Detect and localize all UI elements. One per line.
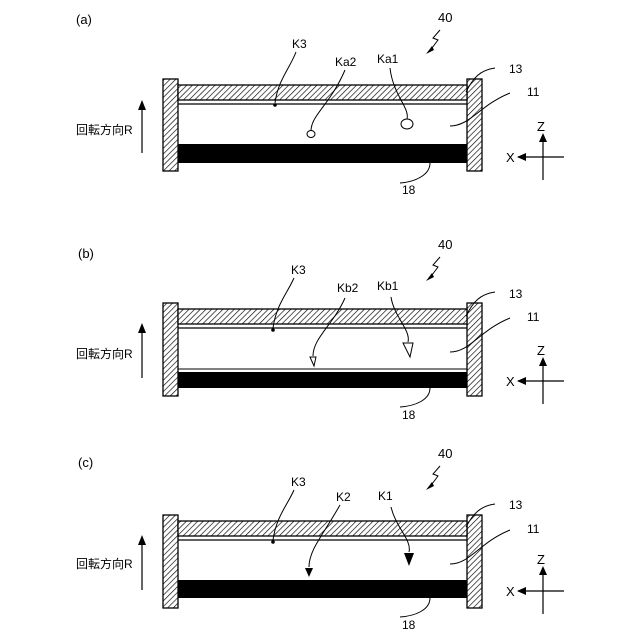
defect-kb2 <box>310 357 316 366</box>
device-ref-label: 40 <box>438 237 452 252</box>
particle-k3-label: K3 <box>292 37 307 51</box>
defect-kb2-leader <box>313 298 345 356</box>
ref-11-label: 11 <box>527 310 540 324</box>
top-plate <box>178 85 467 100</box>
z-axis-label: Z <box>537 119 545 134</box>
right-support <box>467 79 482 171</box>
ref-11-label: 11 <box>527 85 540 99</box>
x-axis-arrowhead <box>517 153 526 161</box>
panel-label: (c) <box>78 455 93 470</box>
ref-13-label: 13 <box>509 287 523 301</box>
x-axis-label: X <box>506 584 515 599</box>
ref-18-leader <box>400 163 430 183</box>
left-support <box>163 79 178 171</box>
rotation-label: 回転方向R <box>76 122 133 137</box>
panel-c: (c) 40 K3 K2 K1 13 11 18 回転方向R Z X <box>76 446 564 632</box>
z-axis-label: Z <box>537 343 545 358</box>
defect-k1-label: K1 <box>378 489 393 503</box>
device-ref-label: 40 <box>438 10 452 25</box>
defect-k1 <box>404 553 414 566</box>
defect-kb2-label: Kb2 <box>337 281 359 295</box>
x-axis-arrowhead <box>517 587 526 595</box>
ref-18-leader <box>400 598 430 617</box>
panel-label: (b) <box>78 246 94 261</box>
right-support <box>467 303 482 396</box>
rotation-label: 回転方向R <box>76 556 133 571</box>
bottom-layer <box>178 580 467 598</box>
x-axis-label: X <box>506 150 515 165</box>
z-axis-arrowhead <box>539 133 547 142</box>
z-axis-label: Z <box>537 552 545 567</box>
z-axis-arrowhead <box>539 357 547 366</box>
defect-k2 <box>305 568 313 577</box>
rotation-arrowhead <box>138 323 146 333</box>
right-support <box>467 515 482 608</box>
ref-18-label: 18 <box>402 408 416 422</box>
x-axis-arrowhead <box>517 377 526 385</box>
rotation-arrowhead <box>138 100 146 110</box>
panel-b: (b) 40 K3 Kb2 Kb1 13 11 18 回転方向R Z X <box>76 237 564 422</box>
ref-11-label: 11 <box>527 522 540 536</box>
defect-ka2-label: Ka2 <box>335 55 357 69</box>
bottom-layer <box>178 144 467 163</box>
ref-18-label: 18 <box>402 618 416 632</box>
rotation-arrowhead <box>138 535 146 545</box>
defect-kb1-label: Kb1 <box>377 279 399 293</box>
defect-k2-label: K2 <box>336 490 351 504</box>
defect-kb1 <box>403 343 413 357</box>
defect-ka1-label: Ka1 <box>377 52 399 66</box>
panel-label: (a) <box>76 12 92 27</box>
z-axis-arrowhead <box>539 566 547 575</box>
defect-ka1 <box>401 119 413 129</box>
particle-k3 <box>273 103 277 107</box>
device-ref-label: 40 <box>438 446 452 461</box>
ref-13-label: 13 <box>509 62 523 76</box>
bottom-layer <box>178 372 467 388</box>
particle-k3 <box>271 540 275 544</box>
panel-a: (a) 40 K3 Ka2 Ka1 13 11 18 回転方向R Z X <box>76 10 564 197</box>
particle-k3 <box>271 328 275 332</box>
ref-18-label: 18 <box>402 183 416 197</box>
ref-18-leader <box>400 388 430 407</box>
x-axis-label: X <box>506 374 515 389</box>
particle-k3-label: K3 <box>291 263 306 277</box>
left-support <box>163 303 178 396</box>
ref-13-label: 13 <box>509 498 523 512</box>
particle-k3-label: K3 <box>291 475 306 489</box>
rotation-label: 回転方向R <box>76 346 133 361</box>
left-support <box>163 515 178 608</box>
top-plate <box>178 309 467 324</box>
defect-ka2 <box>307 131 315 138</box>
